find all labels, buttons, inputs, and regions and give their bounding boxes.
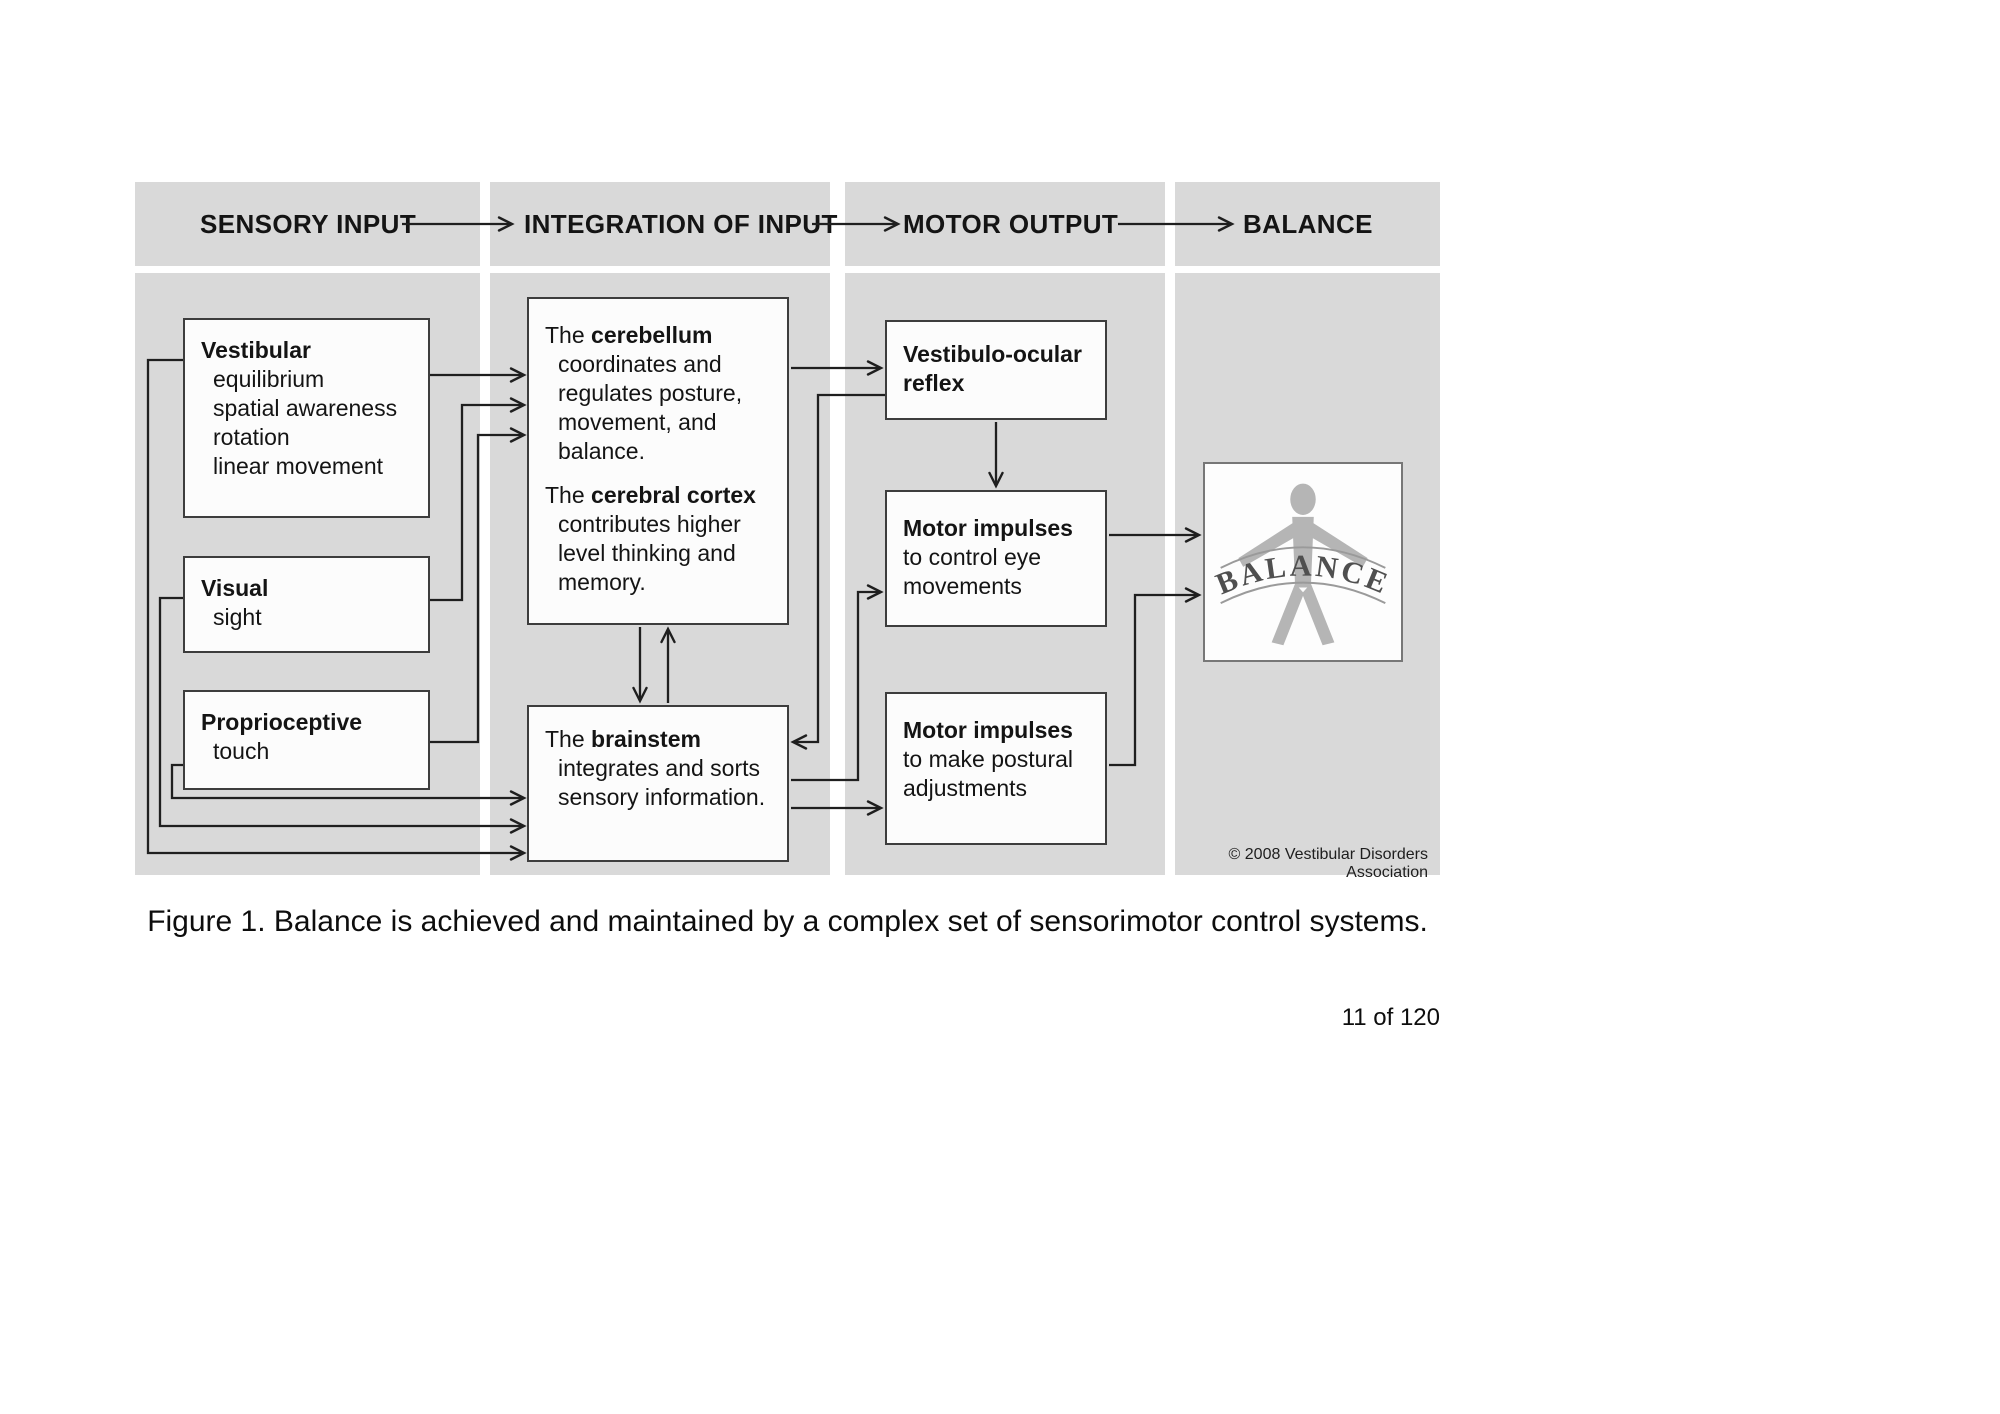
header-band-integration (490, 182, 830, 266)
logo-arc-top (1220, 546, 1386, 569)
proprioceptive-box: Proprioceptive touch (183, 690, 430, 790)
vestibular-line-2: spatial awareness (213, 395, 398, 421)
vestibular-title: Vestibular (201, 337, 311, 363)
brainstem-pre: The (545, 726, 592, 752)
cortex-bold: cerebral cortex (591, 482, 756, 508)
motor-eye-title: Motor impulses (903, 515, 1073, 541)
visual-title: Visual (201, 575, 269, 601)
cerebral-cortex-paragraph: The cerebral cortex contributes higher l… (545, 481, 773, 597)
brainstem-bold: brainstem (591, 726, 701, 752)
visual-line-1: sight (213, 604, 262, 630)
motor-postural-title: Motor impulses (903, 717, 1073, 743)
vestibular-line-3: rotation (213, 424, 290, 450)
cortex-pre: The (545, 482, 592, 508)
vestibular-line-1: equilibrium (213, 366, 325, 392)
motor-eye-body: to control eye movements (903, 544, 1042, 599)
balance-logo-box: BALANCE (1203, 462, 1403, 662)
figure-caption: Figure 1. Balance is achieved and mainta… (147, 905, 1428, 938)
vestibular-box: Vestibular equilibrium spatial awareness… (183, 318, 430, 518)
header-balance: BALANCE (1243, 208, 1373, 239)
visual-box: Visual sight (183, 556, 430, 653)
motor-postural-body: to make postural adjustments (903, 746, 1074, 801)
cortex-post: contributes higher level thinking and me… (558, 511, 741, 595)
header-motor-output: MOTOR OUTPUT (903, 208, 1119, 239)
balance-logo: BALANCE (1211, 483, 1392, 646)
copyright-text: © 2008 Vestibular Disorders Association (1228, 846, 1428, 881)
motor-impulses-eye-box: Motor impulses to control eye movements (885, 490, 1107, 627)
cerebellum-pre: The (545, 322, 592, 348)
cerebellum-paragraph: The cerebellum coordinates and regulates… (545, 321, 773, 466)
motor-impulses-postural-box: Motor impulses to make postural adjustme… (885, 692, 1107, 845)
brainstem-paragraph: The brainstem integrates and sorts senso… (545, 725, 773, 812)
proprioceptive-title: Proprioceptive (201, 709, 363, 735)
proprioceptive-line-1: touch (213, 738, 270, 764)
logo-arc-bottom (1220, 581, 1386, 605)
vestibulo-ocular-reflex-box: Vestibulo-ocular reflex (885, 320, 1107, 420)
vestibular-line-4: linear movement (213, 453, 384, 479)
cerebellum-bold: cerebellum (591, 322, 713, 348)
page-number: 11 of 120 (1341, 1004, 1440, 1031)
header-integration-of-input: INTEGRATION OF INPUT (524, 208, 838, 239)
cerebellum-post: coordinates and regulates posture, movem… (558, 351, 743, 464)
brainstem-box: The brainstem integrates and sorts senso… (527, 705, 789, 862)
human-figure-icon (1238, 483, 1368, 646)
brainstem-post: integrates and sorts sensory information… (558, 755, 766, 810)
header-sensory-input: SENSORY INPUT (200, 208, 417, 239)
cerebellum-box: The cerebellum coordinates and regulates… (527, 297, 789, 625)
vor-title: Vestibulo-ocular reflex (903, 341, 1082, 396)
